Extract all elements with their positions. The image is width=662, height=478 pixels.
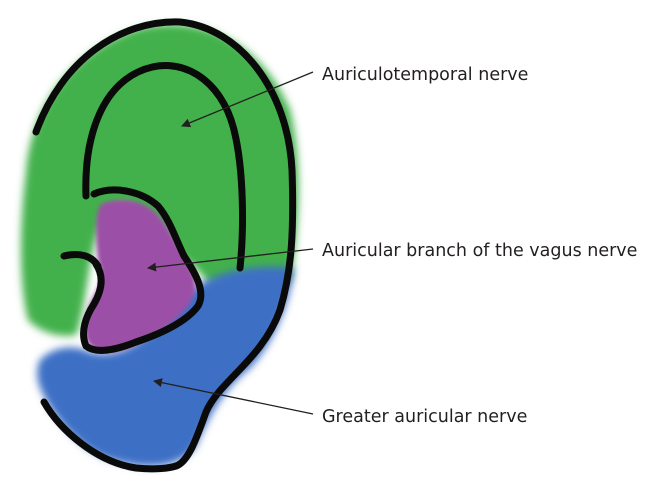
greater-auricular-nerve-label: Greater auricular nerve <box>322 409 527 427</box>
vagus-nerve-label: Auricular branch of the vagus nerve <box>322 243 637 261</box>
auriculotemporal-nerve-label: Auriculotemporal nerve <box>322 67 528 85</box>
